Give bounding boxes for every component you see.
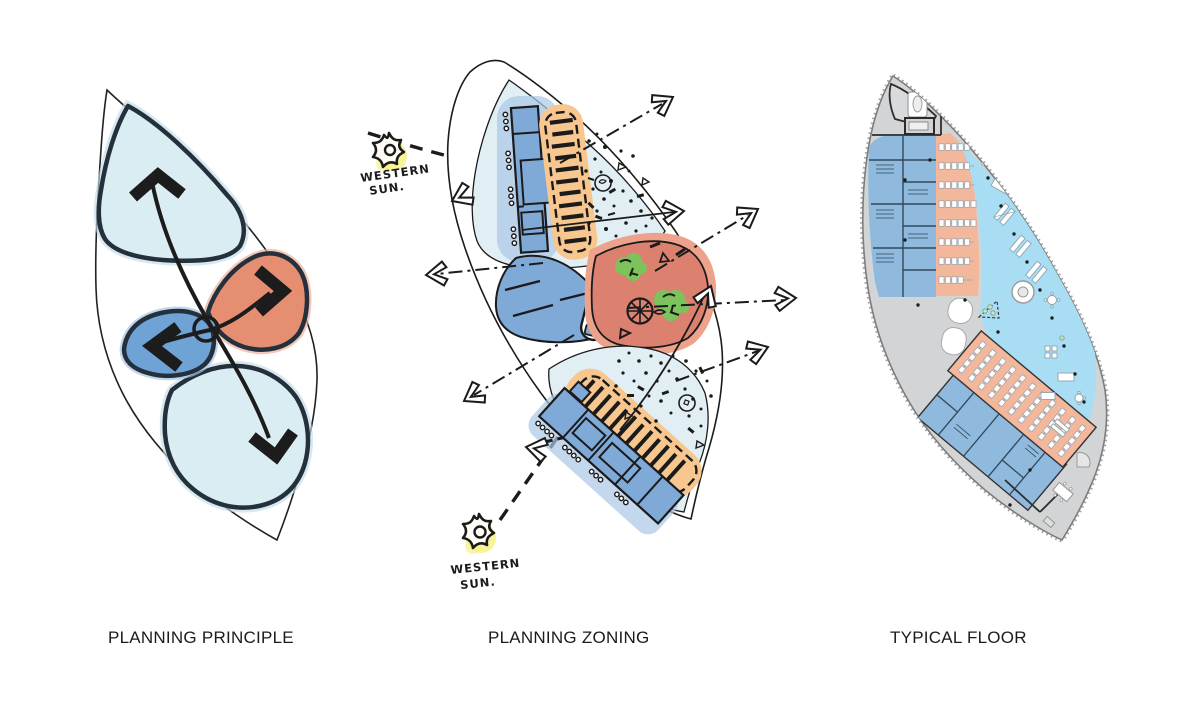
sun-label-bottom: WESTERN SUN. bbox=[450, 556, 521, 592]
circulation-lounges bbox=[940, 297, 974, 356]
panel-typical-floor: TYPICAL FLOOR bbox=[850, 55, 1150, 647]
arrowhead-icon bbox=[423, 260, 449, 288]
panel-planning-principle: PLANNING PRINCIPLE bbox=[60, 55, 390, 647]
garden-zone-red bbox=[584, 232, 717, 356]
arrowhead-right-icon bbox=[254, 265, 293, 317]
flow-arrows bbox=[129, 167, 298, 465]
flow-loop bbox=[192, 315, 220, 343]
south-tip-rooms bbox=[1004, 452, 1091, 529]
arrowhead-icon bbox=[456, 378, 490, 413]
lower-pod bbox=[528, 345, 713, 535]
ladder-bars bbox=[549, 117, 587, 244]
planted-triangle bbox=[977, 299, 1000, 319]
plaza-scatter-south bbox=[614, 351, 713, 434]
plaza-details-south bbox=[624, 394, 706, 450]
caption-planning-principle: PLANNING PRINCIPLE bbox=[108, 628, 294, 647]
caption-planning-zoning: PLANNING ZONING bbox=[488, 628, 650, 647]
tree-dots bbox=[502, 111, 518, 247]
tree-dots bbox=[535, 420, 629, 506]
planning-principle-sketch bbox=[93, 88, 318, 542]
floor-interior bbox=[868, 82, 1098, 529]
sun-icon-bottom bbox=[461, 512, 496, 554]
svg-text:SUN.: SUN. bbox=[368, 179, 405, 198]
svg-text:WESTERN: WESTERN bbox=[450, 556, 521, 577]
plaza-details-north bbox=[587, 161, 651, 216]
sun-icon-top bbox=[371, 131, 407, 171]
zone-south-open bbox=[159, 360, 313, 513]
spiral-stair bbox=[1011, 280, 1035, 304]
workstations-north bbox=[936, 133, 980, 296]
arrowhead-icon bbox=[732, 197, 766, 232]
panel-planning-zoning: WESTERN SUN. WESTERN SUN. PLANNING ZONIN… bbox=[360, 0, 820, 647]
arrowhead-icon bbox=[647, 85, 680, 119]
upper-pod bbox=[471, 79, 666, 270]
cellular-offices-north bbox=[868, 136, 936, 297]
arrowhead-left-icon bbox=[142, 322, 183, 372]
zone-core-blue bbox=[119, 306, 219, 381]
arrowhead-icon bbox=[773, 285, 798, 313]
loose-furniture bbox=[981, 149, 1087, 438]
curved-stair bbox=[1076, 452, 1091, 468]
umbrella-icon bbox=[626, 297, 654, 325]
caption-typical-floor: TYPICAL FLOOR bbox=[890, 628, 1027, 647]
arrowhead-icon bbox=[522, 434, 550, 464]
typical-floor-plan bbox=[860, 72, 1110, 544]
arrowhead-up-icon bbox=[129, 167, 186, 202]
planning-zoning-sketch: WESTERN SUN. WESTERN SUN. bbox=[360, 59, 798, 592]
garden-marks bbox=[618, 241, 686, 340]
open-area-lightblue bbox=[952, 135, 1097, 421]
svg-text:SUN.: SUN. bbox=[459, 574, 496, 592]
office-building-north bbox=[502, 105, 555, 254]
sun-label-top: WESTERN SUN. bbox=[360, 161, 431, 198]
table-cluster bbox=[1044, 345, 1058, 359]
column-dots bbox=[903, 158, 1086, 507]
terrace-zone-north bbox=[539, 104, 598, 260]
desk-rows bbox=[938, 143, 977, 284]
arrowhead-icon bbox=[743, 334, 774, 367]
arrowhead-down-icon bbox=[248, 428, 298, 465]
office-building-south bbox=[535, 380, 686, 525]
